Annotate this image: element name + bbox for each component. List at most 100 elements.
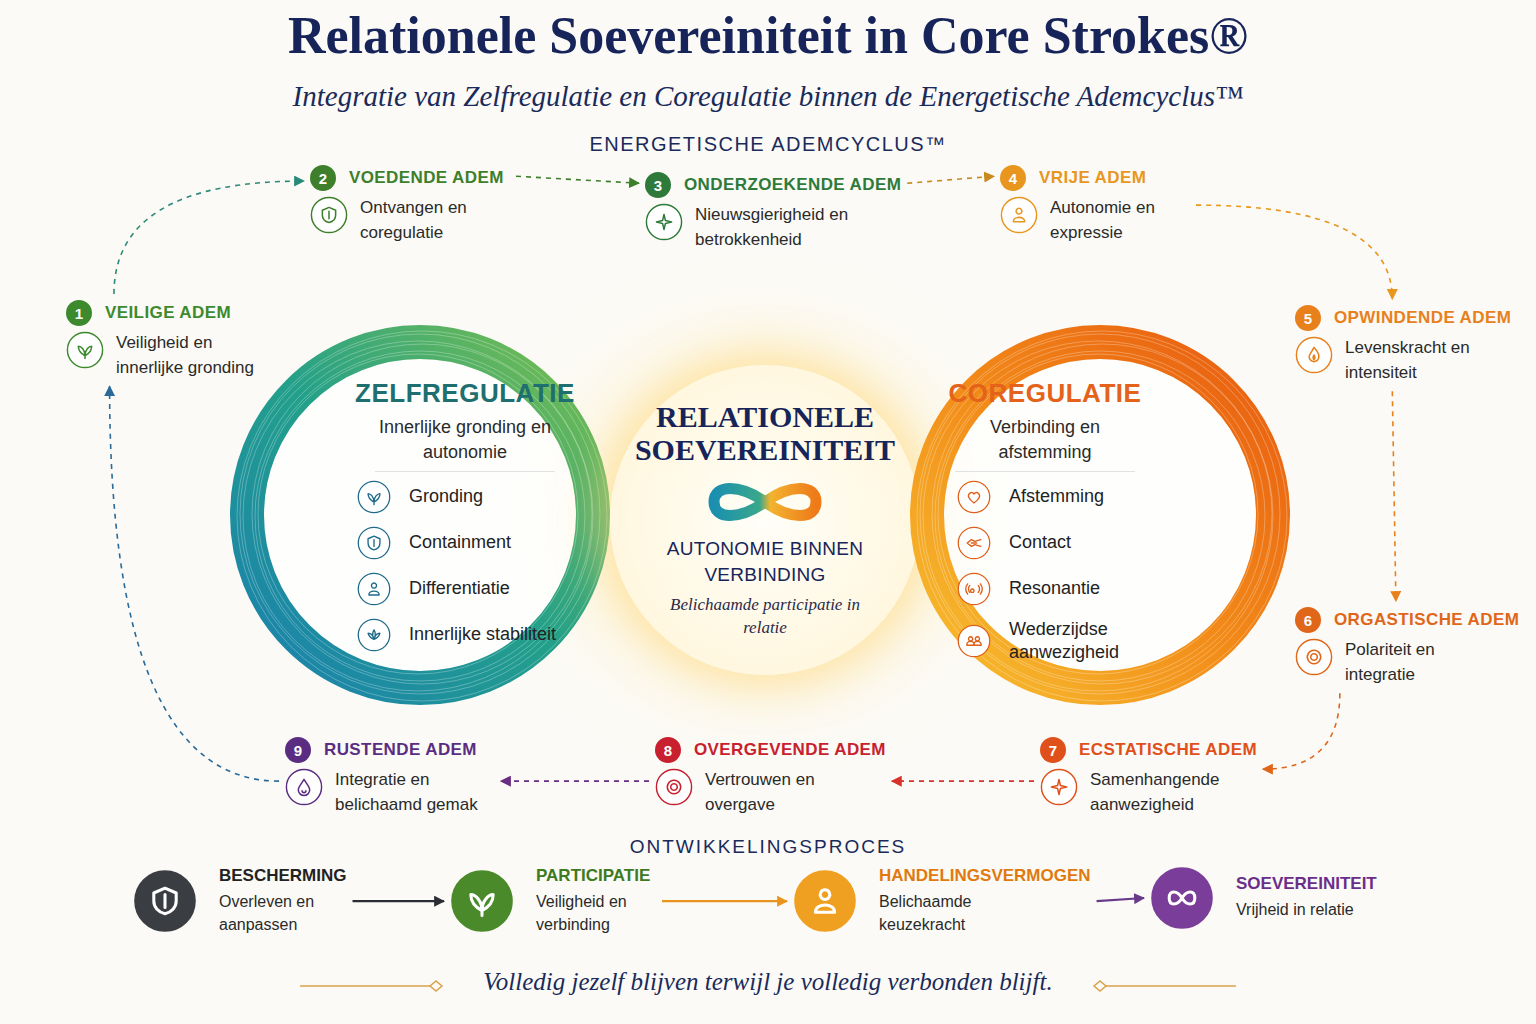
icon-path [815,890,834,912]
icon-leaf [357,480,391,514]
icon-hands [957,526,991,560]
process-title: SOEVEREINITEIT [1236,874,1377,894]
icon-glyph [667,780,680,793]
proc-node: HANDELINGSVERMOGENBelichaamde keuzekrach… [793,866,1091,936]
icon-path [1169,892,1195,904]
item-node: Gronding [357,480,483,514]
icon-path [656,214,671,229]
step-title: OVERGEVENDE ADEM [694,740,886,760]
list-item-text: Containment [409,531,511,554]
callout-number: 4 [1000,165,1026,191]
process-arrow [353,900,444,902]
icon-circle [795,872,854,931]
process-title: PARTICIPATIE [536,866,656,886]
icon-path [967,637,981,646]
icon-path [298,779,309,795]
caption-ornament [430,981,442,991]
list-item-text: Afstemming [1009,485,1104,508]
step-node: 7ECSTATISCHE ADEMSamenhangende aanwezigh… [1040,737,1257,817]
icon-glyph [1307,650,1320,663]
step-body-row: Levenskracht en intensiteit [1295,336,1511,385]
step-body-row: Ontvangen en coregulatie [310,196,510,245]
icon-circle [358,619,389,650]
diagram-caption: Volledig jezelf blijven terwijl je volle… [0,968,1536,996]
icon-path [368,536,380,550]
divider-line [900,847,1420,849]
proc-node: BESCHERMINGOverleven en aanpassen [133,866,347,936]
step-node: 5OPWINDENDE ADEM Levenskracht en intensit… [1295,305,1511,385]
icon-glyph [966,584,983,594]
icon-glyph [368,630,380,639]
icon-circle [958,626,989,657]
icon-glyph [368,536,380,550]
list-item-text: Gronding [409,485,483,508]
icon-glyph [471,895,493,916]
icon-path [1051,779,1066,794]
process-arrow [662,900,787,902]
icon-path [1013,208,1024,221]
step-node: 8OVERGEVENDE ADEMVertrouwen en overgave [655,737,886,817]
icon-circle [1152,868,1211,927]
icon-circle [358,573,389,604]
icon-glyph [322,207,335,222]
icon-circle [646,204,681,239]
icon-star [1040,768,1078,806]
cycle-arrow [892,780,1034,782]
icon-circle [656,769,691,804]
step-body-row: Nieuwsgierigheid en betrokkenheid [645,203,901,252]
step-description: Ontvangen en coregulatie [360,196,510,245]
icon-glyph [967,540,981,547]
step-description: Samenhangende aanwezigheid [1090,768,1250,817]
cycle-arrow [516,176,639,183]
caption-ornament [300,985,430,987]
icon-wave [957,572,991,606]
ring-node: COREGULATIEVerbinding en afstemmingAfste… [905,320,1295,710]
process-text: BESCHERMINGOverleven en aanpassen [219,866,347,936]
icon-glyph [968,493,979,503]
icon-circle [1296,639,1331,674]
step-node: 4VRIJE ADEMAutonomie en expressie [1000,165,1190,245]
process-title: HANDELINGSVERMOGEN [879,866,1091,886]
step-description: Integratie en belichaamd gemak [335,768,495,817]
callout-number: 3 [645,172,671,198]
callout-number: 1 [66,300,92,326]
infinity-symbol [700,474,830,530]
callout-number: 6 [1295,607,1321,633]
list-item-text: Wederzijdse aanwezigheid [1009,618,1159,665]
icon-glyph [1013,208,1024,221]
center-description: Belichaamde participatie in relatie [660,594,870,640]
process-description: Overleven en aanpassen [219,890,339,936]
process-arrow [1097,898,1144,901]
step-node: 3 ONDERZOEKENDE ADEM Nieuwsgierigheid en b… [645,172,901,252]
icon-lotus [357,618,391,652]
proc-node: SOEVEREINITEITVrijheid in relatie [1150,866,1377,930]
icon-person [1000,196,1038,234]
item-node: Contact [957,526,1071,560]
step-node: 2VOEDENDE ADEMOntvangen en coregulatie [310,165,510,245]
icon-heart [957,480,991,514]
cycle-arrow [1263,693,1340,769]
icon-circle [67,332,102,367]
icon-circle [286,769,321,804]
icon-path [1309,347,1319,361]
item-node: Afstemming [957,480,1104,514]
step-header: 5OPWINDENDE ADEM [1295,305,1511,331]
icon-circle [135,872,194,931]
icon-glyph [815,890,834,912]
caption-ornament [1106,985,1236,987]
icon-path [968,493,979,503]
step-title: VEILIGE ADEM [105,303,231,323]
icon-glyph [656,214,671,229]
cycle-arrow [1392,391,1396,601]
step-description: Levenskracht en intensiteit [1345,336,1495,385]
icon-path [967,540,981,547]
callout-number: 9 [285,737,311,763]
icon-drop [285,768,323,806]
icon-flame [1295,336,1333,374]
step-title: ONDERZOEKENDE ADEM [684,175,901,195]
callout-number: 7 [1040,737,1066,763]
icon-leaf [450,869,514,933]
diagram-title: Relationele Soevereiniteit in Core Strok… [0,6,1536,65]
icon-path [368,494,380,505]
icon-circle [958,527,989,558]
